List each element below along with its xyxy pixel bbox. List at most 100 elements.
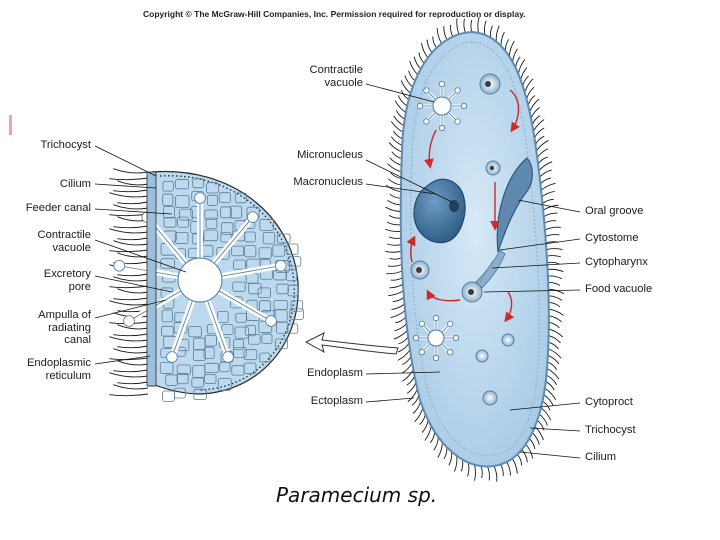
er-cell xyxy=(192,178,204,189)
cilium xyxy=(117,273,149,277)
cilium xyxy=(545,234,560,237)
cilium xyxy=(396,110,405,120)
ampulla xyxy=(194,192,206,204)
er-cell xyxy=(244,231,256,243)
cilium xyxy=(421,419,429,433)
er-cell xyxy=(287,284,299,297)
cilium xyxy=(536,148,549,158)
cilium xyxy=(402,362,413,374)
er-cell xyxy=(193,388,207,400)
ampulla xyxy=(447,320,454,327)
ampulla xyxy=(423,118,430,125)
cilium xyxy=(532,119,545,132)
cytopharynx xyxy=(475,249,506,289)
cilium xyxy=(521,449,528,463)
er-cell xyxy=(176,372,189,385)
cilium xyxy=(483,20,487,35)
cilium xyxy=(113,297,149,301)
cilium xyxy=(109,393,149,397)
cilium xyxy=(393,115,405,127)
cilium xyxy=(443,26,448,41)
enlargement-arrow xyxy=(304,332,399,355)
er-cell xyxy=(289,308,304,320)
er-cell xyxy=(216,246,230,260)
cilium xyxy=(535,135,545,145)
cilium xyxy=(117,288,149,294)
food-vacuoles xyxy=(410,73,515,406)
cilium xyxy=(404,75,414,88)
cilium xyxy=(544,226,561,231)
cilium xyxy=(391,151,402,160)
cilium xyxy=(393,329,408,340)
oral-groove xyxy=(496,157,533,253)
label-cytoproct: Cytoproct xyxy=(585,396,633,408)
radiating-canal-edge xyxy=(215,288,272,322)
er-cell xyxy=(286,243,299,255)
cilium xyxy=(113,189,149,193)
er-cell xyxy=(233,346,247,358)
cilium xyxy=(547,361,558,370)
cilium xyxy=(109,300,149,306)
cilium xyxy=(384,228,401,232)
ampulla xyxy=(432,354,440,362)
er-cell xyxy=(221,324,234,336)
cilium xyxy=(113,333,149,337)
cilium xyxy=(546,368,560,380)
radiating-canal-edge xyxy=(217,265,281,278)
cilium xyxy=(540,182,556,191)
er-cell xyxy=(234,326,249,339)
cilium xyxy=(392,297,405,303)
cilium xyxy=(117,345,149,349)
cilium xyxy=(426,39,433,53)
er-cell xyxy=(259,352,271,363)
cilium xyxy=(413,56,422,70)
cilium xyxy=(531,432,540,445)
cilium xyxy=(113,240,149,246)
cilium xyxy=(529,98,540,113)
er-cell xyxy=(244,324,257,337)
enlarged-dotted-border xyxy=(159,175,295,391)
cilium xyxy=(547,268,564,273)
cilium xyxy=(387,263,403,267)
cilium xyxy=(548,335,561,344)
ampulla xyxy=(412,334,420,342)
cilium xyxy=(388,290,404,297)
cilium xyxy=(506,461,511,476)
cilium xyxy=(548,302,561,308)
cilium xyxy=(524,78,534,93)
ampulla xyxy=(123,315,135,327)
er-cell xyxy=(274,338,288,350)
cilium xyxy=(539,169,552,178)
cilium xyxy=(113,384,149,390)
cilium xyxy=(386,221,401,226)
ampulla xyxy=(274,259,287,272)
er-cell xyxy=(220,232,232,243)
vacuole-hub xyxy=(432,96,452,116)
cilium xyxy=(388,214,401,219)
label-micronucleus: Micronucleus xyxy=(297,149,363,161)
cilium xyxy=(390,310,406,318)
cilium xyxy=(433,437,439,451)
cilium xyxy=(511,458,518,474)
er-cell xyxy=(248,334,261,345)
cilium xyxy=(387,200,401,206)
cilium xyxy=(548,328,563,338)
cilium xyxy=(407,388,418,403)
cilium xyxy=(540,407,552,421)
cilium xyxy=(500,32,505,46)
er-cell xyxy=(176,216,190,228)
label-trichocyst-left: Trichocyst xyxy=(40,139,91,151)
er-cell xyxy=(233,339,244,350)
cilium xyxy=(394,100,407,113)
cilium xyxy=(543,394,554,406)
cilium xyxy=(117,381,149,385)
er-cell xyxy=(219,206,232,219)
cilium xyxy=(109,336,149,342)
er-cell xyxy=(204,373,217,384)
ampulla xyxy=(432,314,440,322)
cilium xyxy=(113,225,149,229)
cilium xyxy=(512,48,518,63)
cilium xyxy=(113,276,149,282)
